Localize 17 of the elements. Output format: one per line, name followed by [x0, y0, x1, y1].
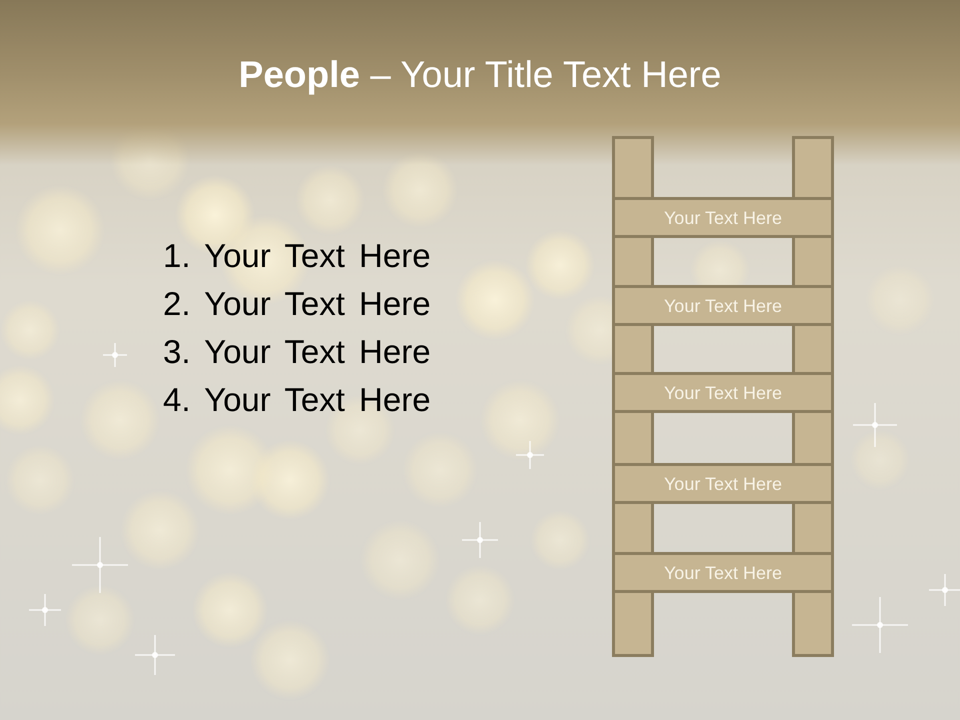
list-item: 4. Your Text Here — [163, 380, 431, 420]
rung-text: Your Text Here — [662, 206, 784, 228]
ladder-rung — [612, 552, 834, 593]
list-item: 2. Your Text Here — [163, 284, 431, 324]
ladder-rung — [612, 463, 834, 504]
rung-text: Your Text Here — [662, 294, 784, 316]
rung-text: Your Text Here — [662, 562, 784, 584]
list-item: 1. Your Text Here — [163, 236, 431, 276]
rung-text: Your Text Here — [662, 472, 784, 494]
ladder-rung — [612, 197, 834, 238]
ladder-rail — [792, 136, 834, 200]
ladder-rung — [612, 372, 834, 413]
list-item: 3. Your Text Here — [163, 332, 431, 372]
slide-title: People – Your Title Text Here — [238, 54, 722, 95]
rung-text: Your Text Here — [662, 382, 784, 404]
ladder-rail — [612, 136, 654, 200]
ladder-rung — [612, 285, 834, 326]
